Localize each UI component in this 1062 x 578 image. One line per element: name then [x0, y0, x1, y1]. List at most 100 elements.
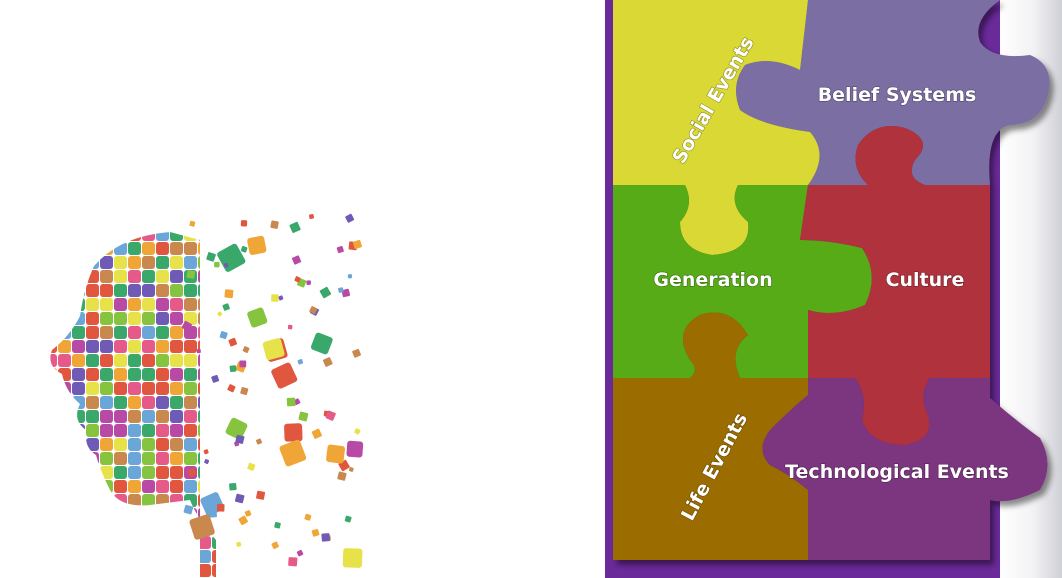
mosaic-tile [72, 564, 85, 577]
mosaic-tile [58, 466, 71, 479]
mosaic-tile [128, 536, 141, 549]
mosaic-tile [50, 480, 57, 493]
mosaic-tile [50, 494, 57, 507]
mosaic-tile [50, 466, 57, 479]
mosaic-tile [128, 340, 141, 353]
mosaic-tile [212, 232, 217, 241]
mosaic-tile [114, 312, 127, 325]
mosaic-tile [198, 410, 211, 423]
mosaic-tile [212, 452, 217, 465]
mosaic-tile [72, 298, 85, 311]
mosaic-tile [114, 340, 127, 353]
mosaic-tile [156, 466, 169, 479]
mosaic-tile [198, 424, 211, 437]
scattered-puzzle-piece [326, 444, 346, 464]
scattered-puzzle-piece [345, 213, 355, 223]
mosaic-tile [86, 522, 99, 535]
mosaic-tile [156, 508, 169, 521]
mosaic-tile [142, 536, 155, 549]
mosaic-tile [170, 508, 183, 521]
mosaic-tile [142, 452, 155, 465]
scattered-puzzle-piece [346, 440, 364, 458]
scattered-puzzle-piece [289, 221, 301, 234]
mosaic-tile [86, 396, 99, 409]
mosaic-tile [86, 256, 99, 269]
mosaic-tile [72, 232, 85, 241]
mosaic-tile [58, 340, 71, 353]
mosaic-tile [50, 232, 57, 241]
mosaic-tile [198, 354, 211, 367]
scattered-puzzle-piece [319, 286, 332, 299]
mosaic-tile [198, 284, 211, 297]
mosaic-tile [50, 396, 57, 409]
mosaic-tile [156, 312, 169, 325]
scattered-puzzle-piece [311, 528, 320, 537]
mosaic-tile [128, 550, 141, 563]
social-events-piece [613, 0, 820, 255]
mosaic-tile [86, 452, 99, 465]
scattered-puzzle-piece [204, 459, 210, 465]
mosaic-tile [50, 354, 57, 367]
mosaic-tile [170, 326, 183, 339]
scattered-puzzle-piece [214, 261, 220, 268]
mosaic-tile [50, 536, 57, 549]
mosaic-tile [184, 550, 197, 563]
scattered-puzzle-piece [244, 510, 252, 517]
mosaic-tile [86, 368, 99, 381]
mosaic-tile [50, 256, 57, 269]
mosaic-tile [114, 480, 127, 493]
mosaic-tile [72, 312, 85, 325]
mosaic-tile [170, 466, 183, 479]
mosaic-tile [58, 284, 71, 297]
mosaic-tile [142, 396, 155, 409]
mosaic-tile [156, 284, 169, 297]
mosaic-tile [142, 354, 155, 367]
scattered-puzzle-piece [311, 428, 322, 439]
mosaic-tile [50, 368, 57, 381]
mosaic-tile [86, 410, 99, 423]
mosaic-tile [114, 354, 127, 367]
mosaic-tile [50, 550, 57, 563]
mosaic-tile [184, 284, 197, 297]
scattered-puzzle-piece [235, 434, 245, 444]
mosaic-tile [170, 368, 183, 381]
mosaic-tile [100, 326, 113, 339]
mosaic-tile [114, 368, 127, 381]
scattered-puzzle-piece [181, 320, 193, 332]
label-technological-events: Technological Events [785, 461, 1009, 483]
mosaic-tile [142, 564, 155, 577]
mosaic-tile [198, 396, 211, 409]
mosaic-tile [100, 522, 113, 535]
mosaic-tile [86, 270, 99, 283]
mosaic-tile [72, 466, 85, 479]
mosaic-tile [184, 480, 197, 493]
mosaic-tile [50, 424, 57, 437]
mosaic-tile [198, 232, 211, 241]
scattered-puzzle-piece [222, 303, 230, 311]
scattered-puzzle-piece [256, 438, 263, 445]
mosaic-tile [58, 368, 71, 381]
mosaic-tile [72, 382, 85, 395]
mosaic-tile [114, 256, 127, 269]
mosaic-tile [72, 326, 85, 339]
scattered-puzzle-piece [271, 541, 279, 550]
mosaic-tile [72, 522, 85, 535]
scattered-puzzle-piece [354, 428, 361, 435]
scattered-puzzle-piece [240, 220, 248, 227]
mosaic-tile [58, 536, 71, 549]
mosaic-tile [170, 232, 183, 241]
mosaic-tile [198, 550, 211, 563]
mosaic-tile [100, 256, 113, 269]
mosaic-tile [50, 564, 57, 577]
mosaic-tile [184, 298, 197, 311]
mosaic-tile [156, 494, 169, 507]
mosaic-tile [58, 480, 71, 493]
mosaic-tile [72, 410, 85, 423]
mosaic-tile [72, 536, 85, 549]
mosaic-tile [86, 382, 99, 395]
mosaic-tile [212, 270, 217, 283]
mosaic-tile [212, 550, 217, 563]
mosaic-tile [170, 522, 183, 535]
mosaic-tile [198, 326, 211, 339]
mosaic-tile [170, 340, 183, 353]
